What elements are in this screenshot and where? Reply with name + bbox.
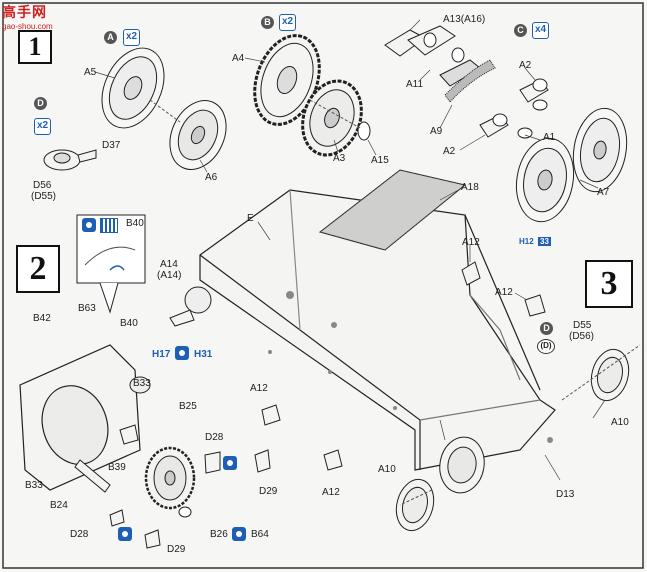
part-label-a14b: (A14) [157,270,182,281]
road-wheels-a7 [515,107,628,223]
group-badge-d-alt: (D) [537,339,555,354]
part-label-a4: A4 [232,53,245,64]
part-label-d37: D37 [102,140,121,151]
part-label-e: E [247,213,254,224]
watermark-chars: 高手网 [2,4,47,20]
road-wheel-a6 [169,100,227,170]
step-number-2: 2 [16,245,60,293]
hull-details [268,291,553,443]
cement-icon [100,218,118,233]
part-label-d56: D56 [33,180,52,191]
part-label-a3: A3 [333,153,346,164]
part-label-d29-2: D29 [167,544,186,555]
part-label-h17: H17 [152,349,171,360]
part-label-h31: H31 [194,349,213,360]
part-label-a13: A13(A16) [443,14,486,25]
sprocket-b39 [144,446,196,510]
part-label-a1: A1 [543,132,556,143]
part-label-d28-1: D28 [205,432,224,443]
bogie-parts-a1-a2 [479,78,549,139]
part-a14 [169,309,195,327]
part-label-b24: B24 [50,500,68,511]
drill-icon [82,218,96,232]
part-label-a18: A18 [461,182,479,193]
part-label-b33-1: B33 [133,378,151,389]
drill-icon [223,456,237,470]
drive-wheel-hub [439,436,485,494]
part-label-a6: A6 [205,172,218,183]
wheel-hub-a5 [101,47,165,129]
group-badge-d-step3: D [540,322,553,335]
drill-icon [118,527,132,541]
part-label-b42: B42 [33,313,51,324]
part-label-a2-top: A2 [519,60,532,71]
idler-wheel-a10 [395,348,630,532]
part-label-a12-4: A12 [322,487,340,498]
part-label-b26: B26 [210,529,228,540]
step-number-3: 3 [585,260,633,308]
part-label-b33-2: B33 [25,480,43,491]
part-label-a12-1: A12 [462,237,480,248]
part-label-a12-2: A12 [495,287,513,298]
drill-icon [232,527,246,541]
part-label-d55-r: D55 [573,320,592,331]
part-label-d28-2: D28 [70,529,89,540]
quantity-d: x2 [34,118,51,135]
watermark-url: gao-shou.com [2,22,53,31]
a12-parts [261,261,546,471]
part-label-a9: A9 [430,126,443,137]
part-label-b39: B39 [108,462,126,473]
group-badge-b: B [261,16,274,29]
leader-lines [94,19,606,481]
part-label-a11: A11 [406,79,424,90]
part-label-a14: A14 [160,259,178,270]
step-number-1: 1 [18,30,52,64]
quantity-b: x2 [279,14,296,31]
idler-arm-assembly [384,25,496,103]
part-label-b40: B40 [120,318,138,329]
mesh-screen-a18 [318,169,467,251]
watermark: 高手网 gao-shou.com [2,2,53,31]
group-badge-d: D [34,97,47,110]
part-label-a7: A7 [597,187,610,198]
part-d56 [43,149,97,171]
part-label-a10-b: A10 [378,464,396,475]
part-label-a15: A15 [371,155,389,166]
final-drive-housing [19,344,141,491]
quantity-c: x4 [532,22,549,39]
drill-icon [175,346,189,360]
part-label-a10-r: A10 [611,417,629,428]
part-label-h33: 33 [538,237,551,246]
part-label-b64: B64 [251,529,269,540]
quantity-a: x2 [123,29,140,46]
part-label-b40-inset: B40 [126,218,144,229]
group-badge-c: C [514,24,527,37]
part-label-d13: D13 [556,489,575,500]
part-label-b25: B25 [179,401,197,412]
part-label-a12-3: A12 [250,383,268,394]
small-parts-step2 [74,376,271,549]
part-label-d56-r: (D56) [569,331,595,342]
part-label-b63: B63 [78,303,96,314]
hull-mount [184,286,212,314]
part-label-d55: (D55) [31,191,57,202]
sprocket-a3 [301,79,363,157]
part-label-a5: A5 [84,67,97,78]
hull-e [199,189,556,471]
part-label-d29-1: D29 [259,486,278,497]
part-label-h12: H12 [519,237,534,246]
part-label-a2-mid: A2 [443,146,456,157]
group-badge-a: A [104,31,117,44]
cap-a15 [357,121,371,141]
